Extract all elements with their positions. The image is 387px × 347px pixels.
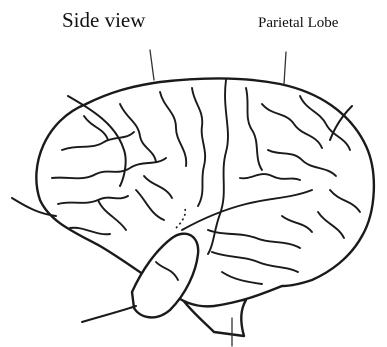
side-view-pointer (150, 50, 154, 80)
temporal-arrow (82, 306, 136, 322)
parietal-lobe-pointer (284, 52, 286, 84)
brain-outline (36, 79, 374, 307)
